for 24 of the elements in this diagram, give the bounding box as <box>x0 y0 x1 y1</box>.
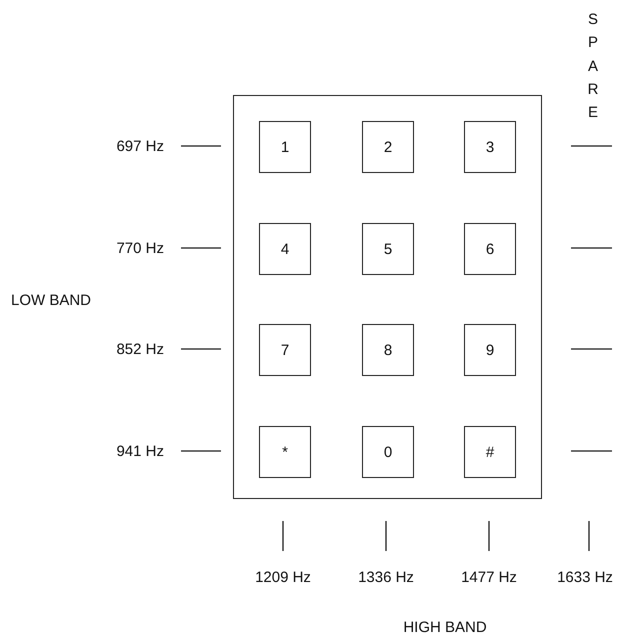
keypad-outline <box>233 95 542 499</box>
frequency-label: 697 Hz <box>116 138 164 154</box>
keypad-key: 3 <box>464 121 516 173</box>
frequency-label: 1336 Hz <box>358 570 414 584</box>
column-label: SPARE <box>586 10 600 123</box>
frequency-label: 1209 Hz <box>255 570 311 584</box>
frequency-label: 941 Hz <box>116 444 164 458</box>
keypad-key: 8 <box>362 324 414 376</box>
keypad-key: 5 <box>362 223 414 275</box>
frequency-label: 1633 Hz <box>557 570 613 584</box>
keypad-key: 2 <box>362 121 414 173</box>
frequency-label: 1477 Hz <box>461 570 517 584</box>
frequency-label: 852 Hz <box>116 342 164 356</box>
keypad-key: 9 <box>464 324 516 376</box>
band-label: LOW BAND <box>11 292 92 308</box>
keypad-key: 1 <box>259 121 311 173</box>
keypad-key: # <box>464 426 516 478</box>
keypad-key: 7 <box>259 324 311 376</box>
band-label: HIGH BAND <box>403 620 487 634</box>
keypad-key: 0 <box>362 426 414 478</box>
keypad-key: 6 <box>464 223 516 275</box>
keypad-key: 4 <box>259 223 311 275</box>
keypad-key: * <box>259 426 311 478</box>
frequency-label: 770 Hz <box>116 240 164 256</box>
